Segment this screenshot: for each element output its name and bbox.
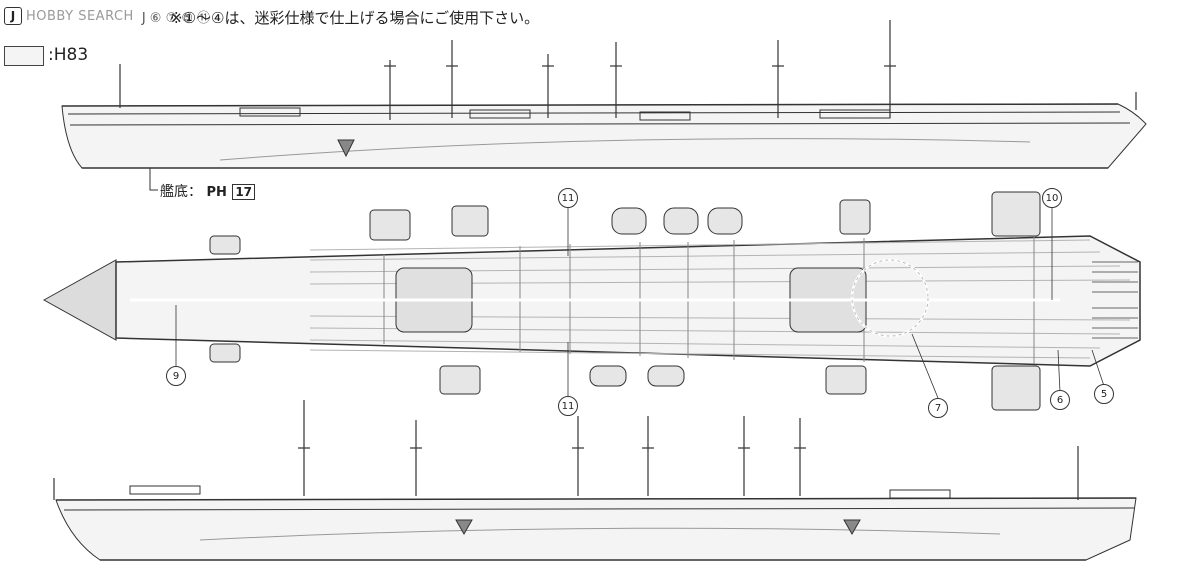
side-view-port <box>53 400 1137 561</box>
callout-6: 6 <box>1050 390 1070 410</box>
part-references: J ⑥ ⑦.⑤ ⑪ <box>141 10 211 26</box>
paint-ref-prefix: PH <box>206 185 227 200</box>
camouflage-note: ※①～④は、迷彩仕様で仕上げる場合にご使用下さい。 <box>170 9 540 27</box>
color-swatch <box>4 46 44 66</box>
plan-view-deck <box>42 191 1141 411</box>
hull-bottom-label: 艦底： PH 17 <box>160 181 256 201</box>
key-letter-box: J <box>4 7 22 25</box>
callout-10: 10 <box>1042 188 1062 208</box>
paint-ref-number: 17 <box>232 184 256 200</box>
callout-9: 9 <box>166 366 186 386</box>
callout-7: 7 <box>928 398 948 418</box>
callout-11-top: 11 <box>558 188 578 208</box>
callout-11-bottom: 11 <box>558 396 578 416</box>
watermark-text: HOBBY SEARCH <box>26 8 134 24</box>
header-row: J HOBBY SEARCH J ⑥ ⑦.⑤ ⑪ <box>4 4 210 28</box>
side-view-starboard <box>61 20 1147 169</box>
callout-5: 5 <box>1094 384 1114 404</box>
color-swatch-label: :H83 <box>48 45 89 65</box>
hull-bottom-text: 艦底： <box>160 184 202 200</box>
